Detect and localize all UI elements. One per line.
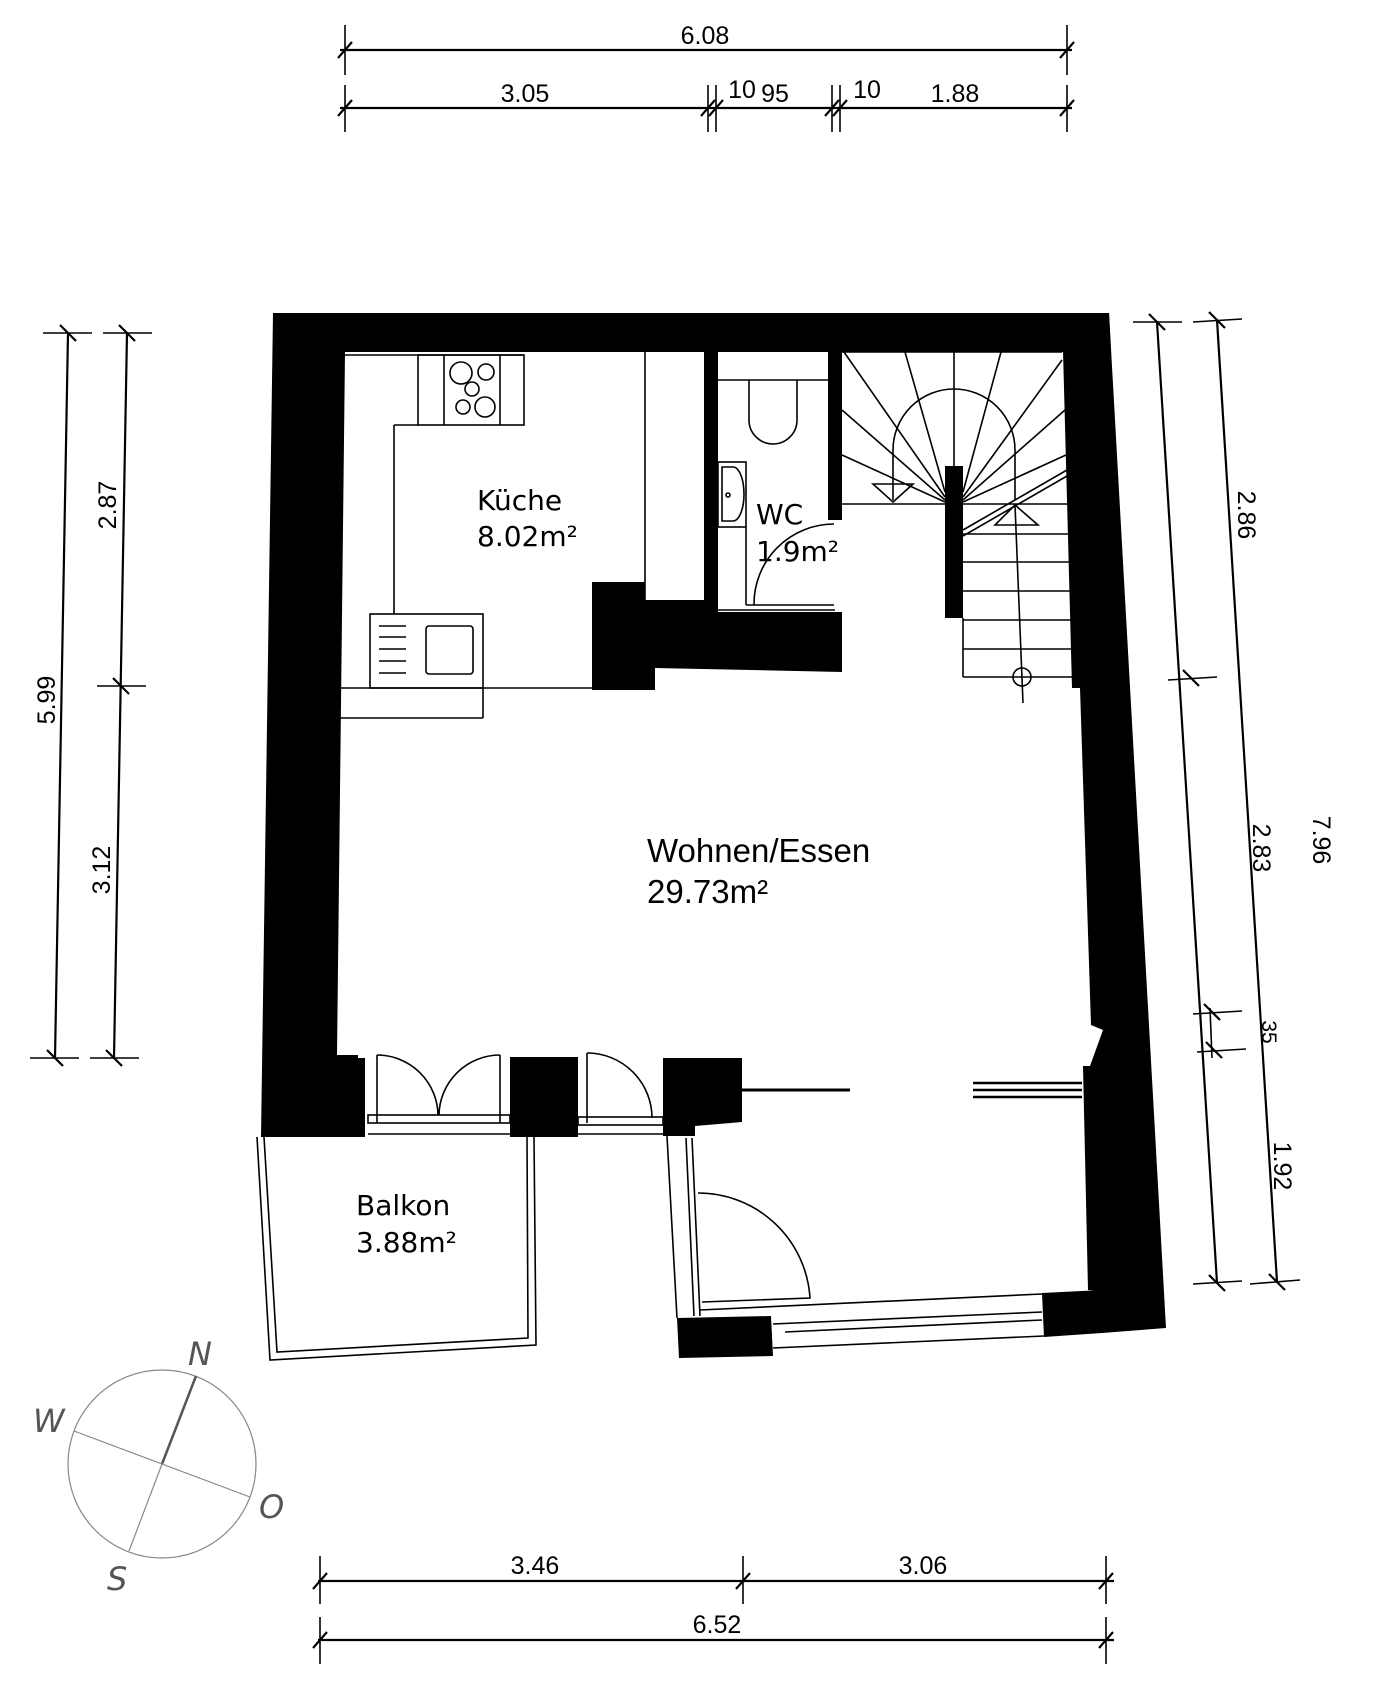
dim-top-seg-1: 3.05 [501, 80, 550, 108]
dim-right-seg-2: 2.83 [1247, 824, 1275, 873]
facade-openings [367, 1052, 1082, 1349]
compass-rose-icon: N W O S [33, 1335, 284, 1598]
burner-icon [455, 399, 471, 415]
bottom-dimension-chain: 3.46 3.06 6.52 [312, 1552, 1114, 1664]
dim-left-seg-2: 3.12 [88, 846, 116, 895]
door-swing-arc [697, 1192, 811, 1303]
door-swing-arc [586, 1052, 653, 1119]
wc-fixtures [717, 379, 835, 611]
dim-top-total: 6.08 [681, 22, 730, 50]
burner-icon [477, 363, 495, 381]
washbasin [717, 461, 747, 528]
room-area-balkon: 3.88m² [356, 1226, 457, 1259]
sink-basin [425, 625, 474, 675]
burner-icon [464, 381, 480, 397]
dim-left-seg-1: 2.87 [94, 481, 122, 530]
stair-walkline [892, 388, 1016, 500]
room-name-wc: WC [756, 498, 803, 531]
dim-right-seg-3: 35 [1257, 1020, 1280, 1043]
burner-icon [449, 361, 473, 385]
stove-unit [417, 354, 525, 426]
room-name-wohnen: Wohnen/Essen [647, 832, 870, 869]
top-dimension-chain: 6.08 3.05 10 95 10 1.88 [337, 22, 1075, 132]
dim-top-seg-3: 95 [761, 80, 789, 108]
door-swing-arc [438, 1054, 501, 1116]
right-dimension-chain: 7.96 [1192, 311, 1335, 1291]
compass-o: O [259, 1488, 284, 1526]
room-area-wohnen: 29.73m² [647, 873, 768, 910]
dim-top-seg-4: 10 [853, 76, 881, 104]
dim-top-seg-2: 10 [728, 76, 756, 104]
stair-start-marker-icon [1012, 667, 1032, 687]
dim-left-total: 5.99 [33, 676, 61, 725]
room-name-kueche: Küche [477, 484, 562, 517]
burner-icon [474, 396, 496, 418]
door-swing-arc [753, 523, 835, 606]
balcony [256, 1136, 537, 1361]
compass-s: S [107, 1560, 127, 1598]
dim-right-total: 7.96 [1307, 816, 1335, 865]
staircase [841, 351, 1075, 704]
dim-right-seg-1: 2.86 [1232, 491, 1260, 540]
compass-n: N [188, 1335, 212, 1373]
room-area-wc: 1.9m² [756, 535, 839, 568]
door-swing-arc [376, 1054, 439, 1116]
toilet-icon [748, 380, 798, 445]
stair-down-arrow-icon [870, 483, 916, 504]
dim-bottom-total: 6.52 [693, 1611, 742, 1639]
kitchen-fixtures [337, 352, 646, 719]
room-labels: Küche 8.02m² WC 1.9m² Wohnen/Essen 29.73… [356, 484, 870, 1259]
walls [261, 313, 1166, 1358]
left-dimension-chain: 5.99 2.87 3.12 [30, 324, 152, 1067]
dim-right-seg-4: 1.92 [1268, 1142, 1296, 1191]
compass-w: W [33, 1402, 66, 1440]
dim-top-seg-5: 1.88 [931, 80, 980, 108]
dim-bottom-seg-2: 3.06 [899, 1552, 948, 1580]
room-name-balkon: Balkon [356, 1189, 450, 1222]
room-area-kueche: 8.02m² [477, 520, 578, 553]
dim-bottom-seg-1: 3.46 [511, 1552, 560, 1580]
right-inner-dimension-chain: 2.86 2.83 35 1.92 [1133, 313, 1296, 1292]
washbasin-bowl [721, 466, 745, 522]
